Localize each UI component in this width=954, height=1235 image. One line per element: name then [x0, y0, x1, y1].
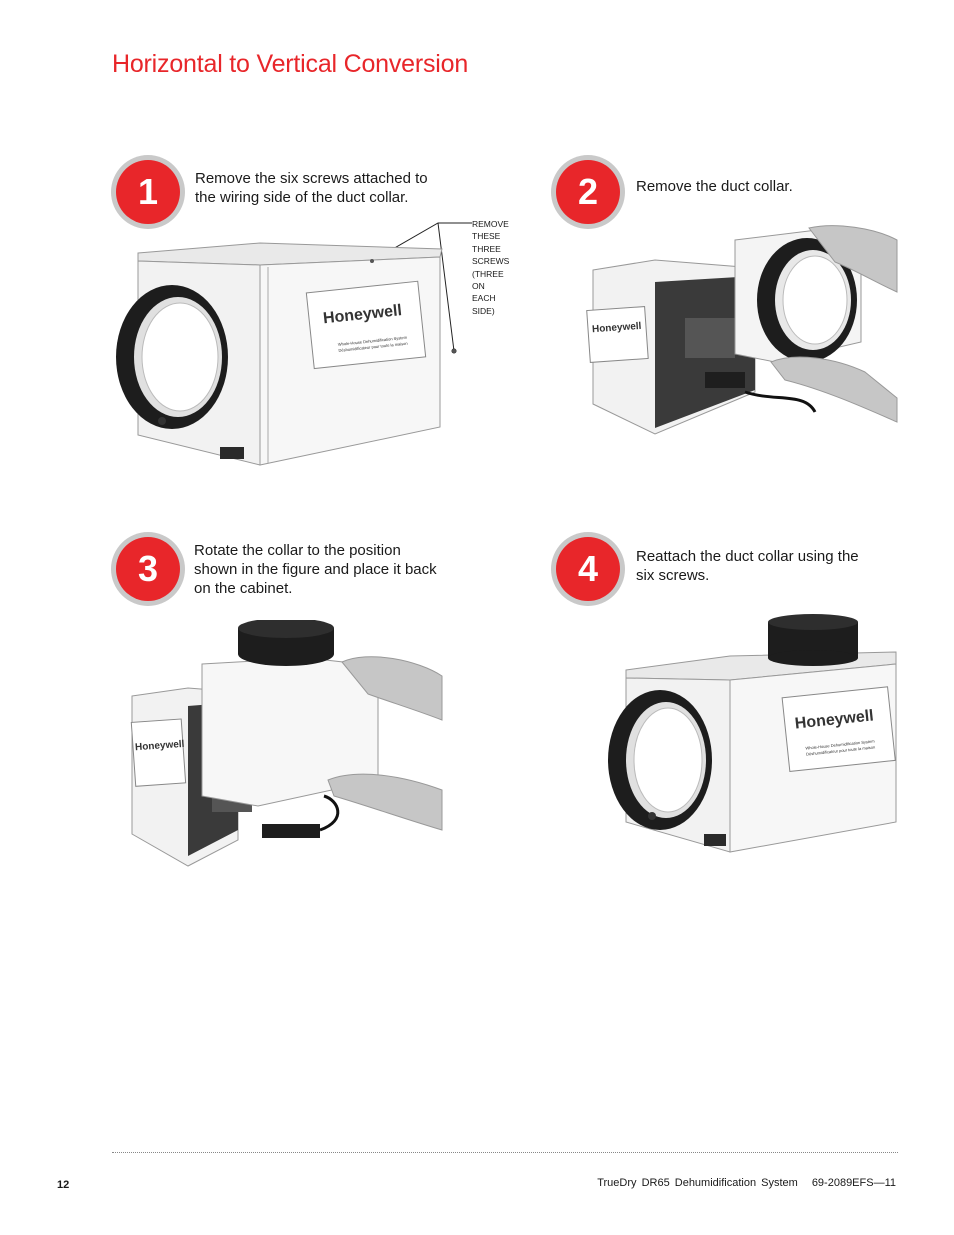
callout-line: REMOVE — [472, 219, 509, 229]
figure-step-2-collar-removed: Honeywell — [586, 225, 898, 435]
callout-line: (THREE — [472, 268, 504, 279]
screw-callout: REMOVE THESE THREE SCREWS (THREE ON EACH… — [472, 218, 522, 317]
step-2-instruction: Remove the duct collar. — [636, 177, 793, 196]
step-4-number: 4 — [556, 537, 620, 601]
page-title: Horizontal to Vertical Conversion — [112, 50, 469, 78]
step-1-line-1: Remove the six screws attached to — [195, 170, 428, 187]
figure-step-3-collar-rotated: Honeywell — [130, 620, 443, 867]
figure-3-brand: Honeywell — [135, 739, 185, 753]
step-3-instruction: Rotate the collar to the position shown … — [194, 541, 437, 598]
callout-line: SCREWS — [472, 256, 510, 267]
callout-line: ON — [472, 281, 485, 292]
figure-step-4-reassembled: Honeywell Whole-House Dehumidification S… — [608, 614, 897, 853]
step-4-line-1: Reattach the duct collar using the — [636, 548, 859, 565]
step-3-badge: 3 — [111, 532, 185, 606]
footer-divider — [112, 1152, 898, 1153]
step-1-line-2: the wiring side of the duct collar. — [195, 189, 409, 206]
figure-step-1-dehumidifier: Honeywell Whole-House Dehumidification S… — [116, 222, 472, 466]
footer-text: TrueDry DR65 Dehumidification System 69-2… — [583, 1177, 896, 1189]
step-3-line-3: on the cabinet. — [194, 580, 293, 597]
step-4-line-2: six screws. — [636, 567, 710, 584]
callout-line: EACH — [472, 293, 496, 304]
callout-line: SIDE) — [472, 305, 495, 316]
step-3-line-2: shown in the figure and place it back — [194, 561, 437, 578]
step-4-instruction: Reattach the duct collar using the six s… — [636, 547, 859, 585]
callout-line: THREE — [472, 243, 501, 254]
step-3-number: 3 — [116, 537, 180, 601]
step-1-badge: 1 — [111, 155, 185, 229]
step-2-line-1: Remove the duct collar. — [636, 178, 793, 195]
step-2-number: 2 — [556, 160, 620, 224]
step-2-badge: 2 — [551, 155, 625, 229]
step-1-instruction: Remove the six screws attached to the wi… — [195, 169, 428, 207]
callout-line: THESE — [472, 231, 501, 242]
footer-product: TrueDry DR65 Dehumidification System — [597, 1177, 798, 1189]
footer-doc-number: 69-2089EFS—11 — [811, 1177, 896, 1189]
step-3-line-1: Rotate the collar to the position — [194, 542, 401, 559]
step-1-number: 1 — [116, 160, 180, 224]
step-4-badge: 4 — [551, 532, 625, 606]
page-number: 12 — [57, 1179, 70, 1191]
figure-2-brand: Honeywell — [592, 321, 642, 335]
